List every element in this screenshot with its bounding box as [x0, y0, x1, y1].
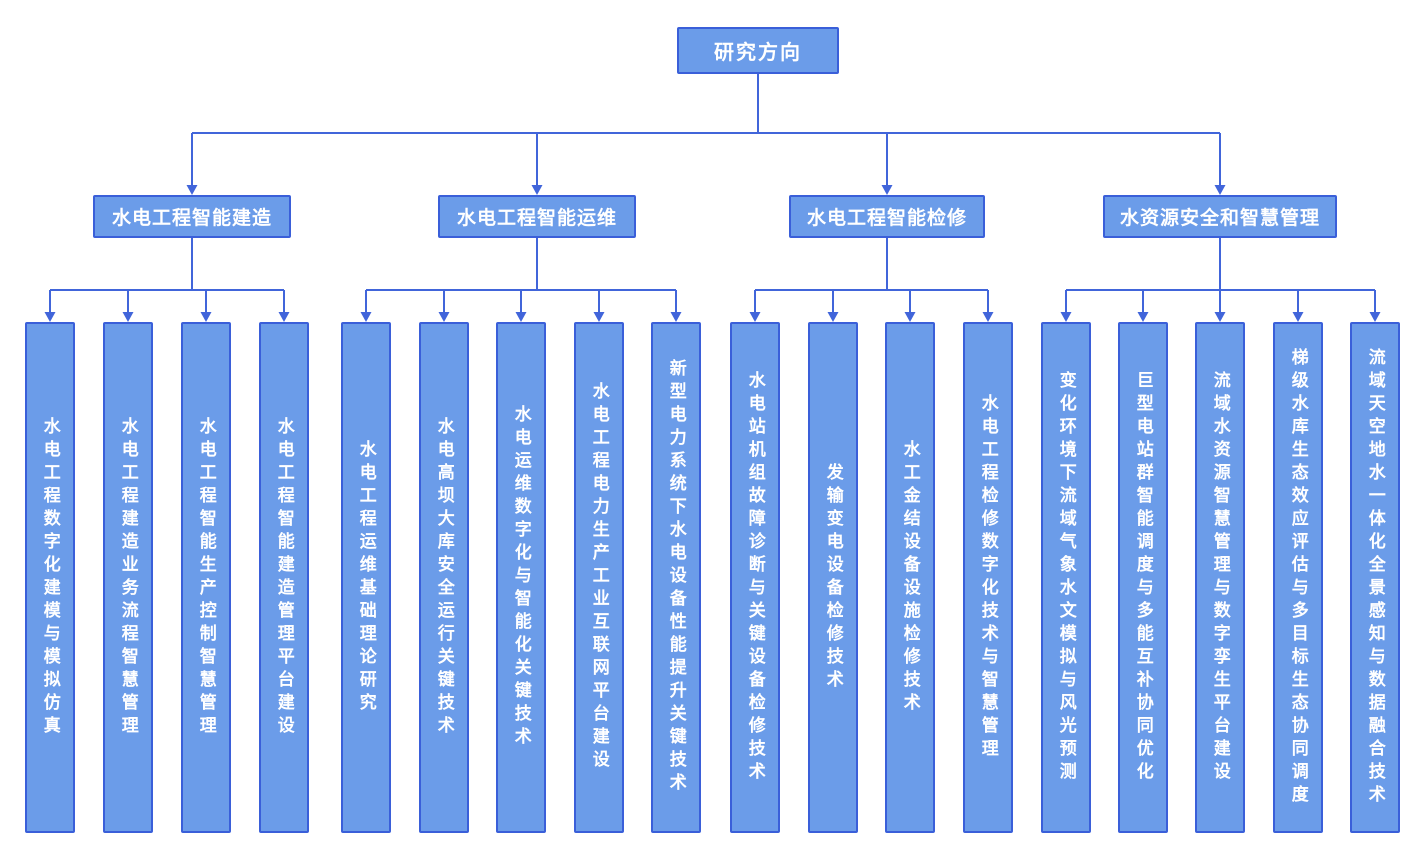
leaf-node: 水电工程运维基础理论研究 [341, 322, 391, 833]
leaf-node: 水工金结设备设施检修技术 [885, 322, 935, 833]
branch-node: 水电工程智能运维 [438, 195, 636, 238]
leaf-node: 变化环境下流域气象水文模拟与风光预测 [1041, 322, 1091, 833]
leaf-node: 水电运维数字化与智能化关键技术 [496, 322, 546, 833]
branch-node: 水资源安全和智慧管理 [1103, 195, 1337, 238]
branch-node: 水电工程智能检修 [789, 195, 985, 238]
arrowhead-icon [593, 312, 605, 322]
leaf-label: 流域天空地水一体化全景感知与数据融合技术 [1365, 347, 1385, 808]
arrowhead-icon [438, 312, 450, 322]
leaf-node: 水电工程电力生产工业互联网平台建设 [574, 322, 624, 833]
arrowhead-icon [122, 312, 134, 322]
arrowhead-icon [200, 312, 212, 322]
leaf-label: 发输变电设备检修技术 [823, 462, 843, 693]
leaf-label: 水电工程电力生产工业互联网平台建设 [589, 382, 609, 773]
leaf-node: 水电高坝大库安全运行关键技术 [419, 322, 469, 833]
root-node: 研究方向 [677, 27, 839, 74]
arrowhead-icon [1369, 312, 1381, 322]
leaf-label: 水电工程建造业务流程智慧管理 [118, 416, 138, 739]
arrowhead-icon [186, 185, 198, 195]
leaf-node: 流域天空地水一体化全景感知与数据融合技术 [1350, 322, 1400, 833]
leaf-node: 巨型电站群智能调度与多能互补协同优化 [1118, 322, 1168, 833]
leaf-label: 梯级水库生态效应评估与多目标生态协同调度 [1288, 347, 1308, 808]
leaf-label: 水电工程检修数字化技术与智慧管理 [978, 393, 998, 762]
leaf-label: 新型电力系统下水电设备性能提升关键技术 [666, 359, 686, 796]
leaf-node: 水电工程建造业务流程智慧管理 [103, 322, 153, 833]
leaf-node: 新型电力系统下水电设备性能提升关键技术 [651, 322, 701, 833]
leaf-label: 水电高坝大库安全运行关键技术 [434, 416, 454, 739]
leaf-node: 水电工程智能建造管理平台建设 [259, 322, 309, 833]
arrowhead-icon [982, 312, 994, 322]
arrowhead-icon [278, 312, 290, 322]
leaf-label: 水电站机组故障诊断与关键设备检修技术 [745, 370, 765, 785]
branch-node: 水电工程智能建造 [93, 195, 291, 238]
leaf-label: 水电运维数字化与智能化关键技术 [511, 405, 531, 750]
leaf-node: 水电工程检修数字化技术与智慧管理 [963, 322, 1013, 833]
leaf-node: 梯级水库生态效应评估与多目标生态协同调度 [1273, 322, 1323, 833]
leaf-label: 水电工程智能建造管理平台建设 [274, 416, 294, 739]
arrowhead-icon [1214, 312, 1226, 322]
leaf-label: 巨型电站群智能调度与多能互补协同优化 [1133, 370, 1153, 785]
arrowhead-icon [904, 312, 916, 322]
arrowhead-icon [360, 312, 372, 322]
leaf-node: 水电工程数字化建模与模拟仿真 [25, 322, 75, 833]
leaf-label: 水电工程数字化建模与模拟仿真 [40, 416, 60, 739]
arrowhead-icon [670, 312, 682, 322]
arrowhead-icon [531, 185, 543, 195]
arrowhead-icon [1292, 312, 1304, 322]
arrowhead-icon [1214, 185, 1226, 195]
leaf-node: 水电工程智能生产控制智慧管理 [181, 322, 231, 833]
leaf-node: 发输变电设备检修技术 [808, 322, 858, 833]
leaf-node: 水电站机组故障诊断与关键设备检修技术 [730, 322, 780, 833]
arrowhead-icon [515, 312, 527, 322]
leaf-label: 水电工程智能生产控制智慧管理 [196, 416, 216, 739]
arrowhead-icon [1060, 312, 1072, 322]
leaf-label: 流域水资源智慧管理与数字孪生平台建设 [1210, 370, 1230, 785]
arrowhead-icon [827, 312, 839, 322]
leaf-label: 水电工程运维基础理论研究 [356, 439, 376, 716]
arrowhead-icon [749, 312, 761, 322]
leaf-label: 水工金结设备设施检修技术 [900, 439, 920, 716]
arrowhead-icon [881, 185, 893, 195]
arrowhead-icon [44, 312, 56, 322]
leaf-label: 变化环境下流域气象水文模拟与风光预测 [1056, 370, 1076, 785]
leaf-node: 流域水资源智慧管理与数字孪生平台建设 [1195, 322, 1245, 833]
arrowhead-icon [1137, 312, 1149, 322]
